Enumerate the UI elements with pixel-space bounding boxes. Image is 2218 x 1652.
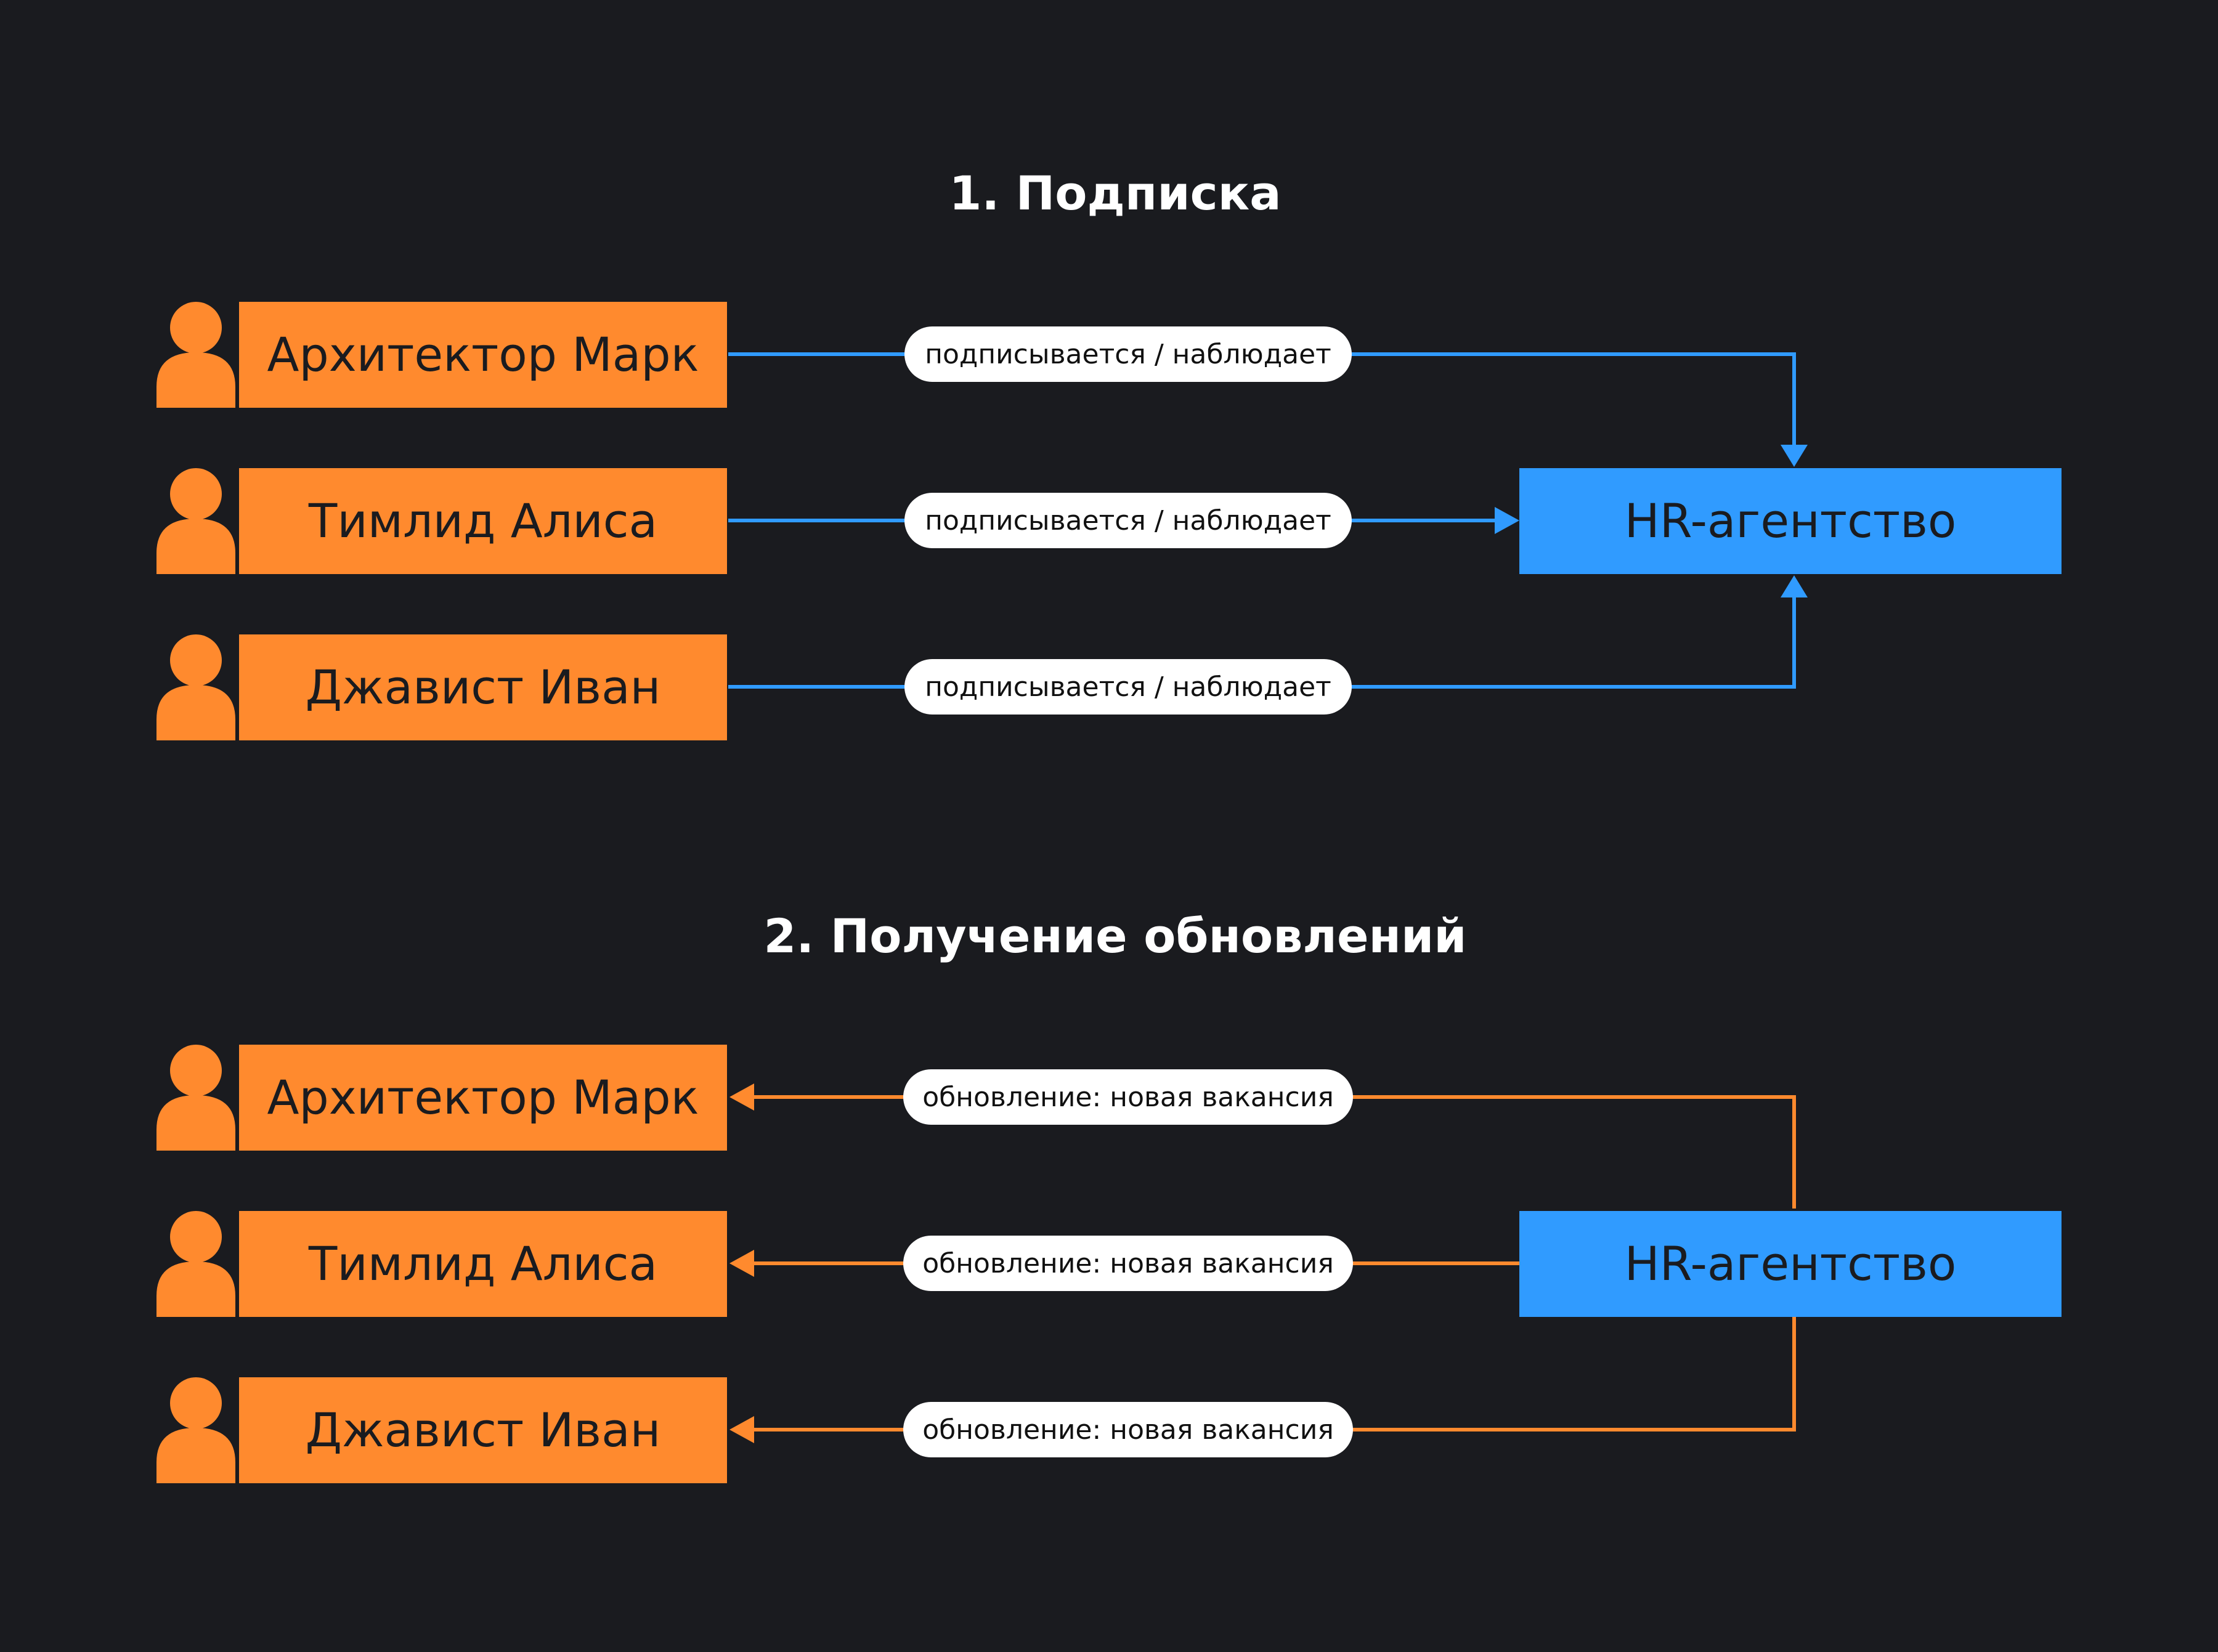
person-row: Джавист Иван	[156, 1377, 727, 1483]
person-row: Тимлид Алиса	[156, 1211, 727, 1317]
edge-label: обновление: новая вакансия	[922, 1082, 1334, 1113]
person-row: Архитектор Марк	[156, 302, 727, 408]
agency-label: HR-агентство	[1625, 1236, 1957, 1291]
person-box	[239, 468, 727, 574]
person-box	[239, 1045, 727, 1151]
arrowhead	[729, 1416, 754, 1443]
person-icon	[156, 634, 235, 740]
arrowhead	[1781, 445, 1808, 467]
person-box	[239, 1211, 727, 1317]
person-label: Джавист Иван	[306, 660, 661, 715]
agency-box	[1519, 468, 2062, 574]
person-box	[239, 1377, 727, 1483]
agency-box	[1519, 1211, 2062, 1317]
section-updates: 2. Получение обновлений Архитектор Мар	[156, 909, 2062, 1483]
edge-label-pill: обновление: новая вакансия	[903, 1069, 1353, 1125]
edge-label: подписывается / наблюдает	[925, 505, 1331, 536]
edge-label: обновление: новая вакансия	[922, 1248, 1334, 1279]
subscribe-arrowheads	[1495, 445, 1808, 597]
person-box	[239, 634, 727, 740]
person-icon	[156, 302, 235, 408]
edge-label-pill: подписывается / наблюдает	[904, 493, 1352, 548]
person-icon	[156, 1377, 235, 1483]
arrowhead	[1781, 575, 1808, 597]
arrowhead	[1495, 507, 1519, 534]
arrowhead	[729, 1250, 754, 1277]
person-label: Архитектор Марк	[267, 1070, 699, 1125]
edge-label-pill: подписывается / наблюдает	[904, 659, 1352, 715]
person-icon	[156, 1211, 235, 1317]
person-box	[239, 302, 727, 408]
agency-label: HR-агентство	[1625, 493, 1957, 548]
edge-label: обновление: новая вакансия	[922, 1414, 1334, 1446]
section-title: 2. Получение обновлений	[763, 909, 1466, 963]
update-arrowheads	[729, 1083, 754, 1443]
person-row: Тимлид Алиса	[156, 468, 727, 574]
person-row: Джавист Иван	[156, 634, 727, 740]
person-label: Тимлид Алиса	[308, 493, 657, 548]
edge-label-pill: обновление: новая вакансия	[903, 1236, 1353, 1291]
person-label: Архитектор Марк	[267, 327, 699, 382]
section-subscribe: 1. Подписка Архитектор Марк	[156, 166, 2062, 740]
section-title: 1. Подписка	[949, 166, 1281, 221]
edge-label-pill: подписывается / наблюдает	[904, 326, 1352, 382]
person-label: Джавист Иван	[306, 1403, 661, 1457]
person-row: Архитектор Марк	[156, 1045, 727, 1151]
edge-label: подписывается / наблюдает	[925, 339, 1331, 370]
agency-node: HR-агентство	[1519, 1211, 2062, 1317]
arrowhead	[729, 1083, 754, 1111]
agency-node: HR-агентство	[1519, 468, 2062, 574]
edge-label: подписывается / наблюдает	[925, 671, 1331, 703]
person-icon	[156, 1045, 235, 1151]
edge-label-pill: обновление: новая вакансия	[903, 1402, 1353, 1457]
person-icon	[156, 468, 235, 574]
person-label: Тимлид Алиса	[308, 1236, 657, 1291]
